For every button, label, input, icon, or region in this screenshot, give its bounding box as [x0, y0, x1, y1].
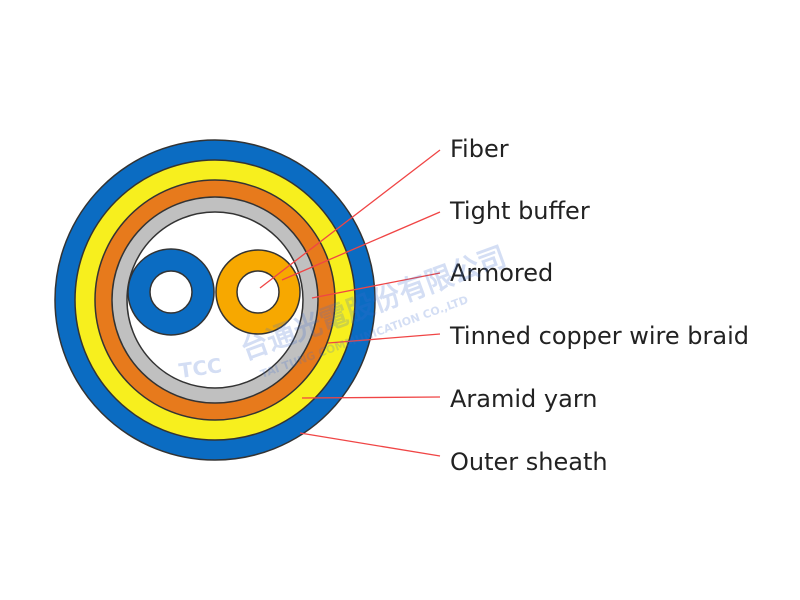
leader-line-tight-buffer — [281, 211, 441, 281]
right-fiber-core — [236, 270, 280, 314]
leader-line-braid — [327, 333, 441, 344]
fiber-pair — [127, 248, 301, 336]
watermark-logo: TCC — [177, 353, 223, 383]
label-sheath: Outer sheath — [450, 448, 608, 476]
left-fiber-core — [149, 270, 193, 314]
leader-line-sheath — [299, 432, 441, 457]
layer-labels: Fiber Tight buffer Armored Tinned copper… — [449, 135, 749, 476]
cable-layers — [54, 139, 376, 461]
label-aramid: Aramid yarn — [450, 385, 597, 413]
leader-line-fiber — [259, 149, 441, 289]
label-fiber: Fiber — [450, 135, 509, 163]
leader-line-armored — [311, 272, 441, 299]
leader-lines — [259, 149, 441, 457]
label-armored: Armored — [450, 259, 553, 287]
label-tight-buffer: Tight buffer — [449, 197, 590, 225]
leader-line-aramid — [301, 396, 441, 399]
label-braid: Tinned copper wire braid — [449, 322, 749, 350]
